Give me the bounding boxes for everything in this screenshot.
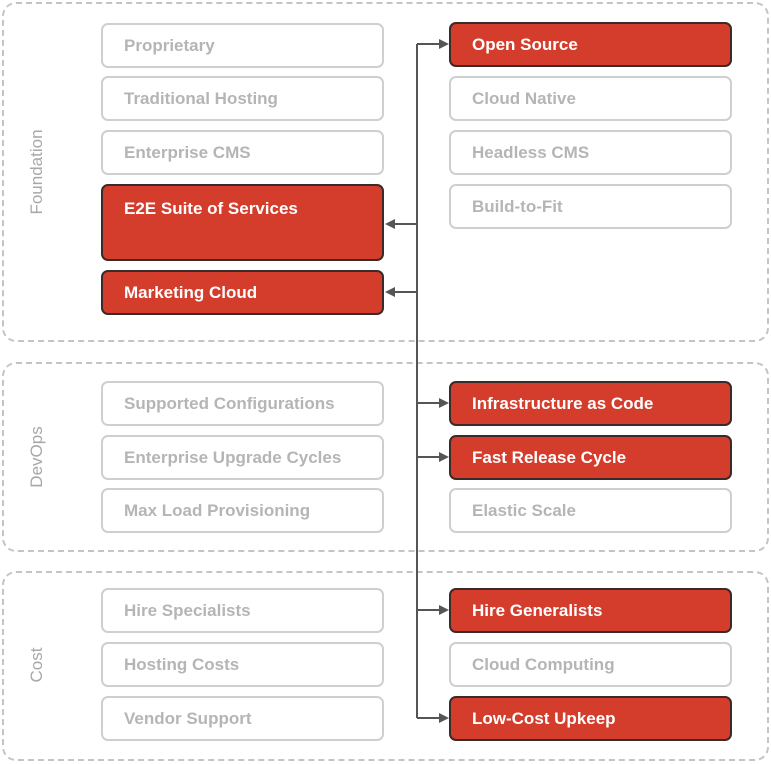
option-hire-specialists: Hire Specialists: [101, 588, 384, 633]
option-open-source: Open Source: [449, 22, 732, 67]
option-elastic-scale: Elastic Scale: [449, 488, 732, 533]
option-hire-generalists: Hire Generalists: [449, 588, 732, 633]
option-marketing-cloud: Marketing Cloud: [101, 270, 384, 315]
option-infrastructure-as-code: Infrastructure as Code: [449, 381, 732, 426]
option-build-to-fit: Build-to-Fit: [449, 184, 732, 229]
option-vendor-support: Vendor Support: [101, 696, 384, 741]
option-low-cost-upkeep: Low-Cost Upkeep: [449, 696, 732, 741]
option-cloud-native: Cloud Native: [449, 76, 732, 121]
option-traditional-hosting: Traditional Hosting: [101, 76, 384, 121]
option-headless-cms: Headless CMS: [449, 130, 732, 175]
group-foundation: [2, 2, 769, 342]
option-proprietary: Proprietary: [101, 23, 384, 68]
option-hosting-costs: Hosting Costs: [101, 642, 384, 687]
group-devops: [2, 362, 769, 552]
option-enterprise-cms: Enterprise CMS: [101, 130, 384, 175]
option-fast-release-cycle: Fast Release Cycle: [449, 435, 732, 480]
option-e2e-suite-of-services: E2E Suite of Services: [101, 184, 384, 261]
option-supported-configurations: Supported Configurations: [101, 381, 384, 426]
group-cost: [2, 571, 769, 761]
option-enterprise-upgrade-cycles: Enterprise Upgrade Cycles: [101, 435, 384, 480]
option-cloud-computing: Cloud Computing: [449, 642, 732, 687]
option-max-load-provisioning: Max Load Provisioning: [101, 488, 384, 533]
